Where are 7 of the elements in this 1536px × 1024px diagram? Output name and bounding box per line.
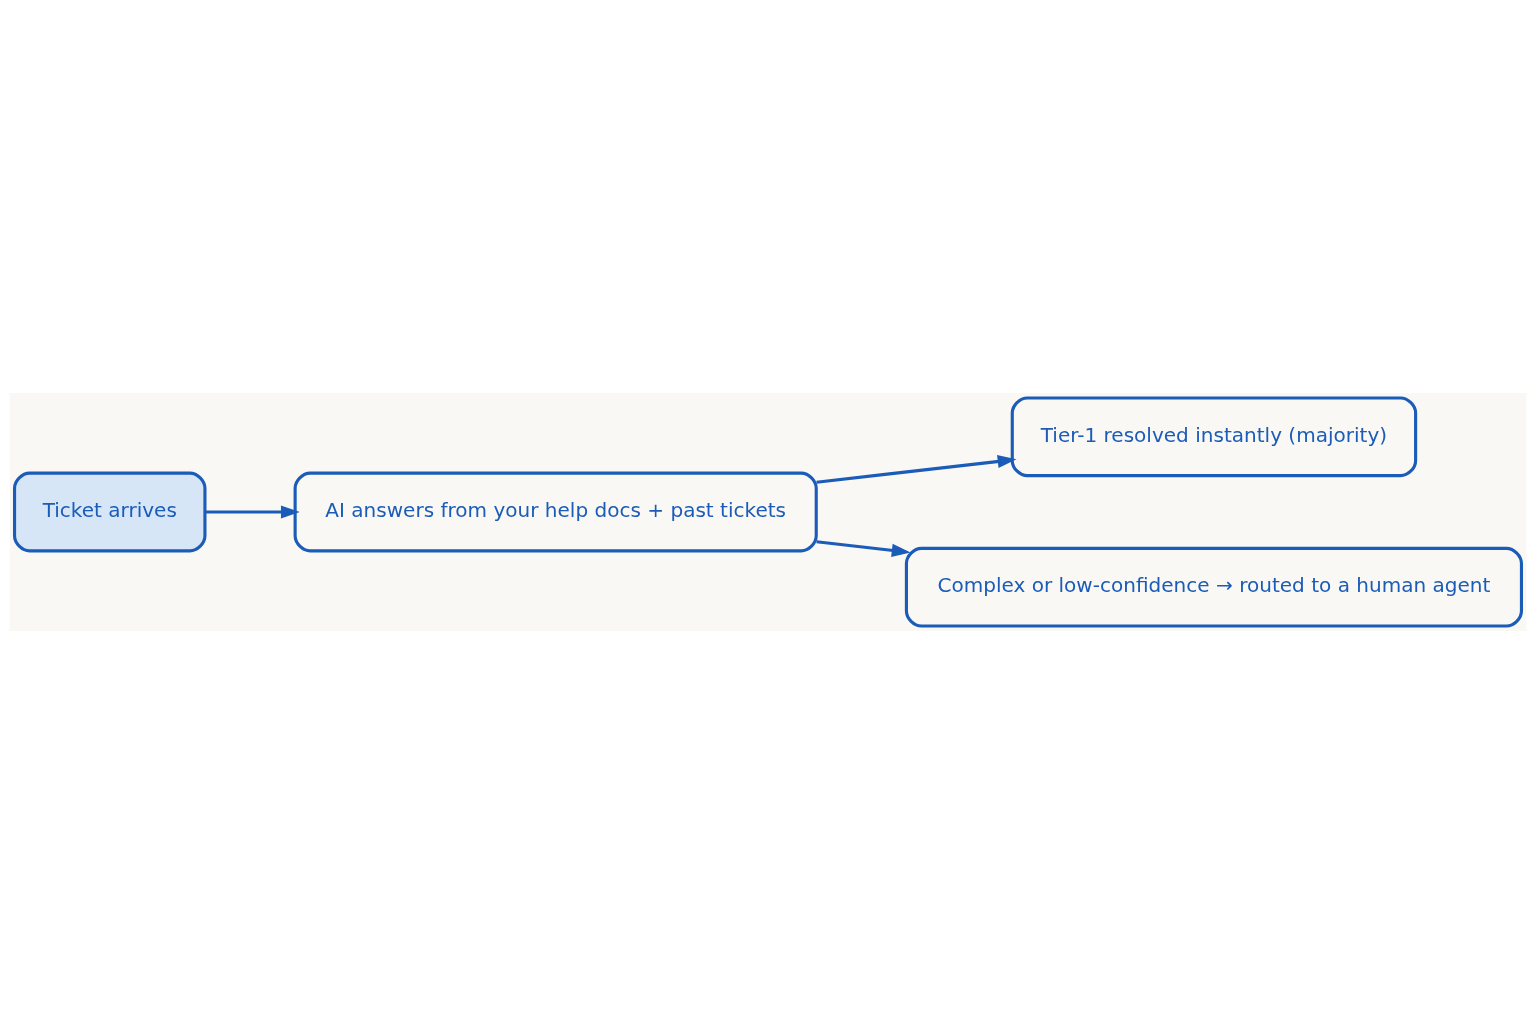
arrow — [816, 454, 1017, 484]
node-box: AI answers from your help docs + past tickets — [293, 471, 818, 553]
arrow — [816, 540, 911, 557]
node-box: Tier-1 resolved instantly (majority) — [1010, 396, 1418, 478]
arrow — [205, 505, 300, 519]
node-box: Ticket arrives — [12, 471, 207, 553]
node-box: Complex or low-confidence → routed to a human agent — [904, 546, 1524, 628]
